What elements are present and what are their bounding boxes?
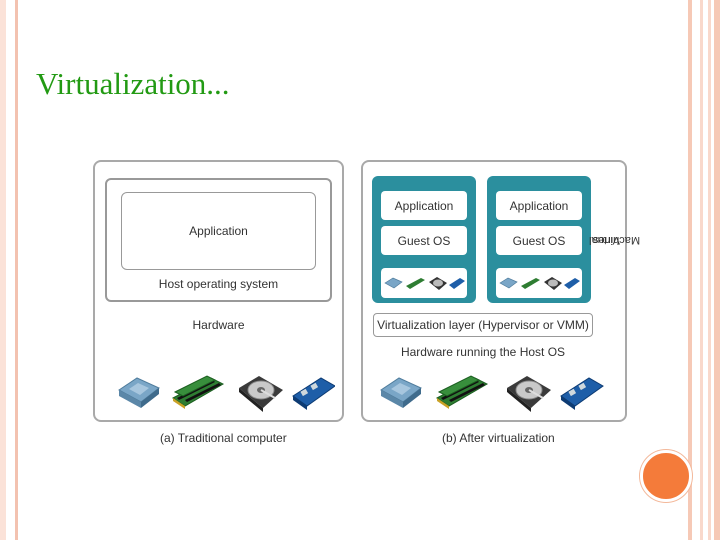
hardware-icons-a (115, 368, 335, 414)
virtual-machines-label: Virtual Machines (590, 176, 641, 303)
host-os-box: Host operating system (105, 178, 332, 302)
virtual-machine-1: Application Guest OS (372, 176, 476, 303)
virtualization-layer-box: Virtualization layer (Hypervisor or VMM) (373, 313, 593, 337)
virtual-machines-line2: Machines (593, 233, 641, 246)
vm2-application-box: Application (496, 191, 582, 220)
vm1-application-box: Application (381, 191, 467, 220)
cpu-icon (380, 377, 422, 408)
network-card-icon (449, 278, 465, 289)
cpu-icon (384, 277, 403, 289)
traditional-computer-panel: Host operating system Application Hardwa… (93, 160, 344, 422)
memory-icon (172, 375, 225, 409)
caption-traditional: (a) Traditional computer (160, 431, 287, 445)
hard-disk-icon (544, 277, 562, 290)
caption-virtualized: (b) After virtualization (442, 431, 555, 445)
vm2-hardware-icons (499, 277, 580, 290)
network-card-icon (292, 377, 335, 410)
vm2-application-label: Application (509, 198, 569, 213)
host-os-label: Host operating system (158, 277, 279, 291)
virtual-machine-2: Application Guest OS (487, 176, 591, 303)
network-card-icon (560, 377, 604, 410)
vm1-application-label: Application (394, 198, 454, 213)
vm1-guest-os-label: Guest OS (397, 233, 451, 248)
cpu-icon (118, 377, 160, 408)
cpu-icon (499, 277, 518, 289)
memory-icon (406, 278, 425, 289)
hard-disk-icon (429, 277, 447, 290)
memory-icon (436, 375, 489, 409)
vm2-guest-os-label: Guest OS (512, 233, 566, 248)
hardware-icons-b (377, 368, 605, 414)
vm2-virtual-hardware (496, 268, 582, 298)
application-label: Application (189, 224, 248, 238)
vm1-hardware-icons (384, 277, 465, 290)
vm1-guest-os-box: Guest OS (381, 226, 467, 255)
application-box: Application (121, 192, 316, 270)
hardware-label: Hardware (192, 318, 245, 332)
network-card-icon (564, 278, 580, 289)
slide-border-left (0, 0, 18, 540)
hard-disk-icon (239, 376, 283, 412)
vm1-virtual-hardware (381, 268, 467, 298)
hard-disk-icon (507, 376, 551, 412)
accent-circle (640, 450, 692, 502)
virtualization-layer-label: Virtualization layer (Hypervisor or VMM) (377, 318, 589, 332)
slide-border-right (688, 0, 720, 540)
memory-icon (521, 278, 540, 289)
vm2-guest-os-box: Guest OS (496, 226, 582, 255)
slide-title: Virtualization... (36, 66, 230, 101)
host-hardware-label: Hardware running the Host OS (400, 345, 566, 359)
after-virtualization-panel: Application Guest OS Application Guest O… (361, 160, 641, 422)
